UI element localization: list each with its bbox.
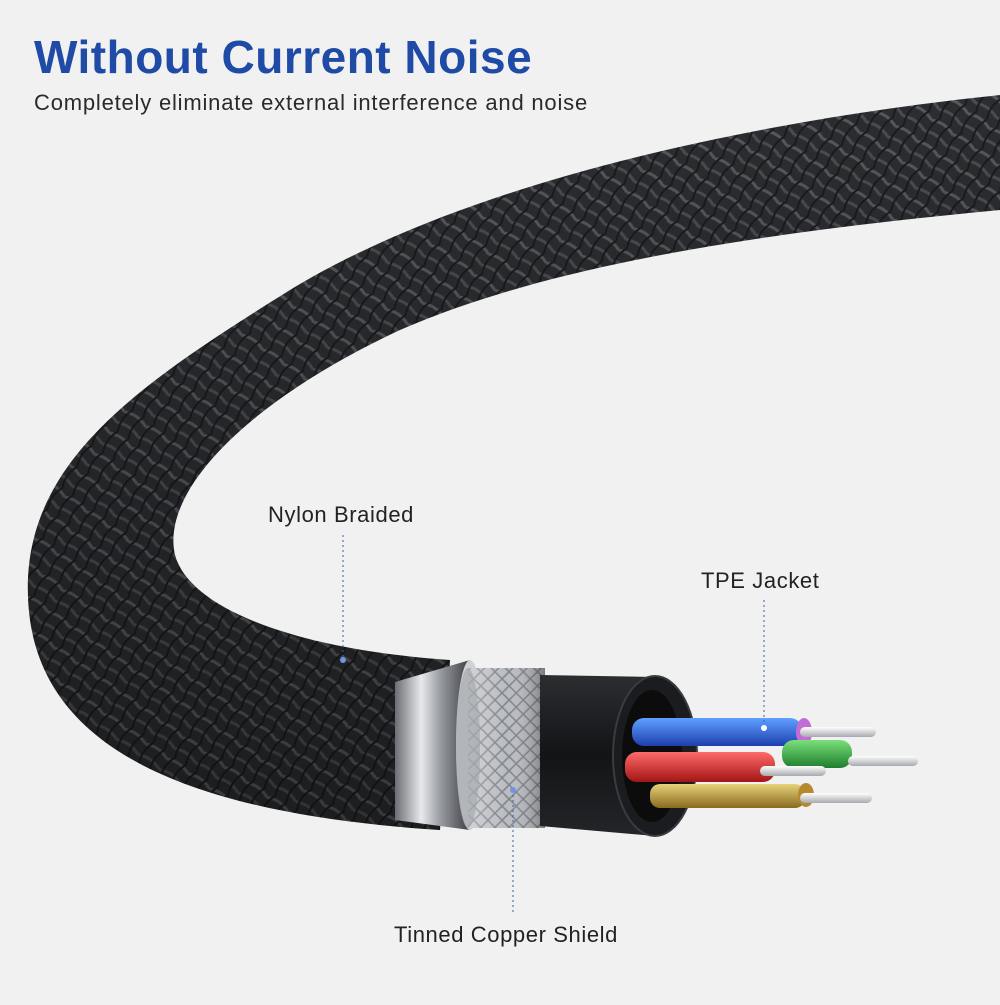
tinned-copper-shield-label: Tinned Copper Shield <box>394 922 618 947</box>
page-title: Without Current Noise <box>34 31 533 83</box>
inner-wires <box>625 718 918 808</box>
nylon-braided-label: Nylon Braided <box>268 502 414 527</box>
page-subtitle: Completely eliminate external interferen… <box>34 90 588 115</box>
tpe-jacket-label: TPE Jacket <box>701 568 820 593</box>
metal-ferrule <box>395 660 470 830</box>
